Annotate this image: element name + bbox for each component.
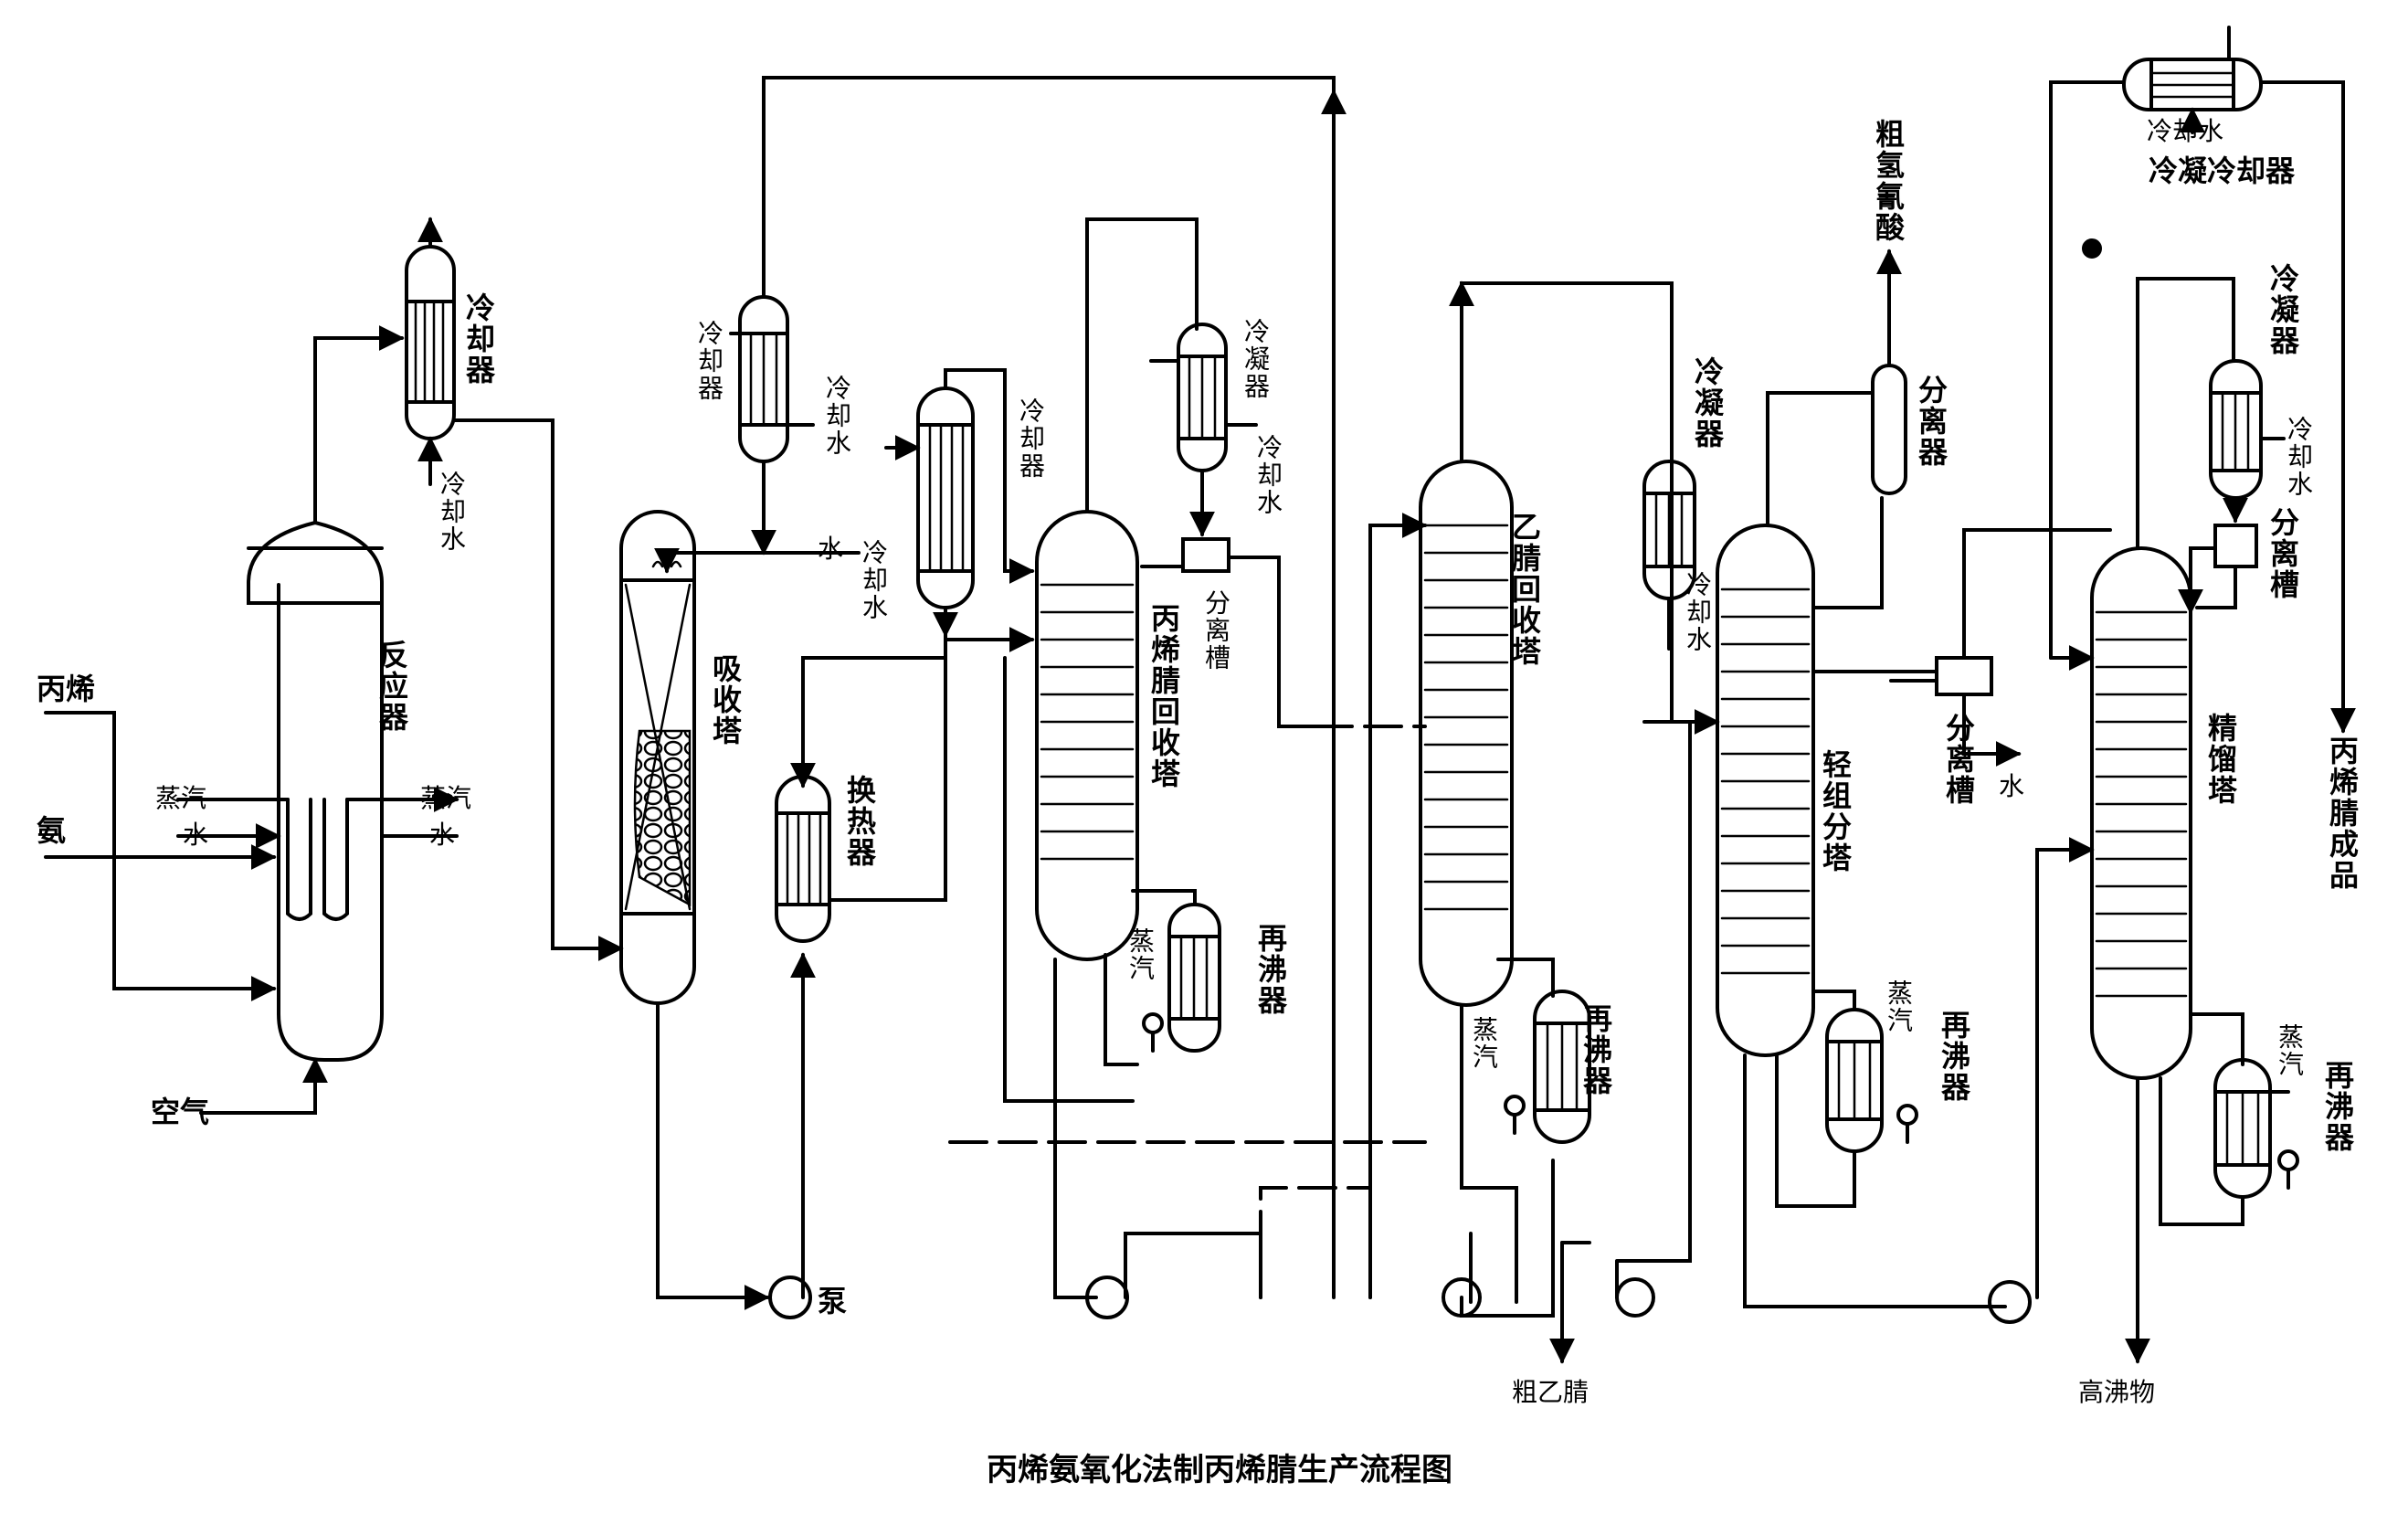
pump-label: 泵 — [818, 1284, 848, 1318]
heat-exchanger-label: 换热器 — [842, 775, 877, 868]
reboiler-1-label: 再沸器 — [1253, 923, 1288, 1016]
reactor-vessel — [176, 325, 459, 1062]
condenser-1-water-label: 冷却水 — [1253, 434, 1283, 516]
condenser-2-water-label: 冷却水 — [1683, 571, 1713, 653]
crude-acetonitrile-outlet — [1442, 1241, 1591, 1364]
cooler-3-water-label: 冷却水 — [859, 539, 889, 621]
separator-3 — [2178, 524, 2258, 615]
cooler-3-label: 冷却器 — [1016, 397, 1046, 480]
reactor-water-right-label: 水 — [429, 820, 456, 850]
separator-1 — [1140, 537, 1317, 728]
reboiler-1 — [1104, 889, 1221, 1066]
lights-column-label: 轻组分塔 — [1818, 749, 1853, 873]
condenser-1 — [1149, 323, 1258, 537]
cooler-2 — [729, 76, 1347, 1299]
condenser-3-water-label: 冷却水 — [2284, 416, 2314, 498]
lights-column — [1716, 391, 2032, 1324]
reboiler-2-steam-label: 蒸汽 — [1469, 1016, 1499, 1071]
interconnect-lines — [948, 513, 1518, 1304]
reboiler-2-label: 再沸器 — [1579, 1003, 1613, 1096]
acetonitrile-recovery-label: 乙腈回收塔 — [1507, 512, 1542, 667]
reboiler-3 — [1775, 990, 1918, 1208]
separator-2 — [1889, 528, 2112, 767]
reactor-steam-left-label: 蒸汽 — [155, 783, 207, 813]
separator-top — [1871, 249, 1907, 495]
cooler-2-water-label: 冷却水 — [822, 375, 852, 457]
cooler-2-label: 冷却器 — [694, 320, 724, 402]
absorber-column — [619, 510, 861, 1310]
reactor-label: 反应器 — [375, 640, 409, 733]
cooler-1 — [405, 217, 624, 961]
absorber-label: 吸收塔 — [708, 653, 743, 746]
condenser-3 — [2209, 359, 2286, 524]
heavies-label: 高沸物 — [2078, 1377, 2156, 1407]
ammonia-feed-label: 氨 — [37, 813, 67, 848]
crude-acetonitrile-label: 粗乙腈 — [1512, 1377, 1589, 1407]
rectifier-label: 精馏塔 — [2203, 713, 2238, 806]
cooler-1-water-label: 冷却水 — [437, 471, 467, 553]
separator-3-label: 分离槽 — [2265, 507, 2300, 600]
acrylonitrile-recovery-label: 丙烯腈回收塔 — [1146, 603, 1181, 789]
cooler-1-label: 冷却器 — [461, 292, 496, 386]
reboiler-1-steam-label: 蒸汽 — [1125, 927, 1156, 982]
heat-exchanger — [775, 627, 1035, 1299]
acrylonitrile-recovery-column — [1035, 217, 1262, 1319]
condenser-3-label: 冷凝器 — [2265, 263, 2300, 356]
propylene-feed-label: 丙烯 — [37, 672, 96, 706]
product-label: 丙烯腈成品 — [2325, 736, 2360, 891]
condenser-1-label: 冷凝器 — [1241, 318, 1271, 400]
condenser-2-label: 冷凝器 — [1690, 356, 1725, 450]
cooler-3 — [884, 368, 1035, 638]
separator-1-label: 分离槽 — [1201, 589, 1231, 672]
pump — [768, 1276, 812, 1319]
reboiler-4 — [2213, 1058, 2299, 1199]
final-cooler-label: 冷凝冷却器 — [2149, 154, 2296, 188]
acetonitrile-recovery-column — [1419, 281, 1674, 1318]
reactor-water-left-label: 水 — [183, 820, 209, 850]
rectifier-column — [2035, 277, 2244, 1364]
separator-2-label: 分离槽 — [1941, 713, 1976, 806]
feed-lines — [44, 711, 328, 1115]
decorative-blob — [2082, 238, 2102, 259]
final-condenser-cooler — [2049, 26, 2356, 734]
reactor-steam-right-label: 蒸汽 — [420, 783, 472, 813]
separator-2-water-label: 水 — [1999, 771, 2025, 801]
final-cooler-water-label: 冷却水 — [2147, 116, 2224, 146]
absorber-water-label: 水 — [818, 534, 844, 564]
condenser-2 — [1615, 460, 1720, 1318]
diagram-caption: 丙烯氨氧化法制丙烯腈生产流程图 — [987, 1452, 1452, 1488]
reboiler-4-label: 再沸器 — [2320, 1060, 2355, 1153]
reboiler-3-steam-label: 蒸汽 — [1884, 979, 1914, 1034]
separator-top-label: 分离器 — [1914, 375, 1949, 468]
air-feed-label: 空气 — [151, 1095, 210, 1129]
crude-hcn-label: 粗氢氰酸 — [1871, 119, 1906, 243]
reboiler-4-steam-label: 蒸汽 — [2275, 1023, 2305, 1078]
reboiler-2 — [1504, 990, 1591, 1144]
reboiler-3-label: 再沸器 — [1937, 1010, 1971, 1103]
